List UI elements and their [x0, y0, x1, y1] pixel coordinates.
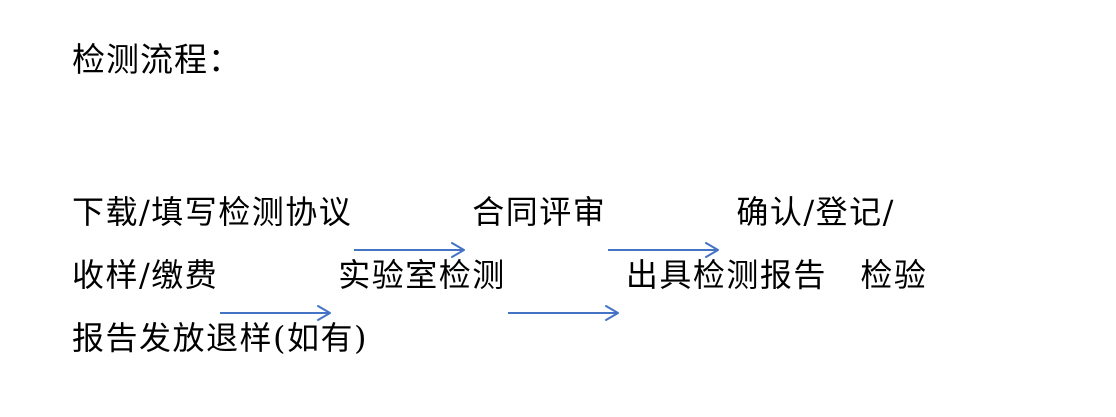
flow-line-3: 报告发放退样(如有)	[72, 306, 1072, 369]
flow-step-lab-testing: 实验室检测	[338, 255, 506, 294]
page-title: 检测流程：	[72, 40, 242, 79]
flow-step-issue-report: 出具检测报告 检验	[625, 255, 928, 294]
arrow-right-icon	[507, 264, 624, 321]
flow-step-sample-payment: 收样/缴费	[72, 255, 219, 294]
process-flow-diagram: 下载/填写检测协议 合同评审 确认/登记/ 收样/缴费	[72, 180, 1072, 369]
flow-step-report-delivery: 报告发放退样(如有)	[72, 318, 368, 357]
flow-line-2: 收样/缴费 实验室检测 出具检测报告 检验	[72, 243, 1072, 321]
flow-step-contract-review: 合同评审	[472, 192, 607, 231]
arrow-right-icon	[220, 264, 336, 321]
flow-step-confirm-register: 确认/登记/	[736, 192, 895, 231]
flow-step-download-agreement: 下载/填写检测协议	[72, 192, 353, 231]
arrow-right-icon	[608, 201, 724, 258]
arrow-right-icon	[354, 201, 470, 258]
flow-line-1: 下载/填写检测协议 合同评审 确认/登记/	[72, 180, 1072, 258]
